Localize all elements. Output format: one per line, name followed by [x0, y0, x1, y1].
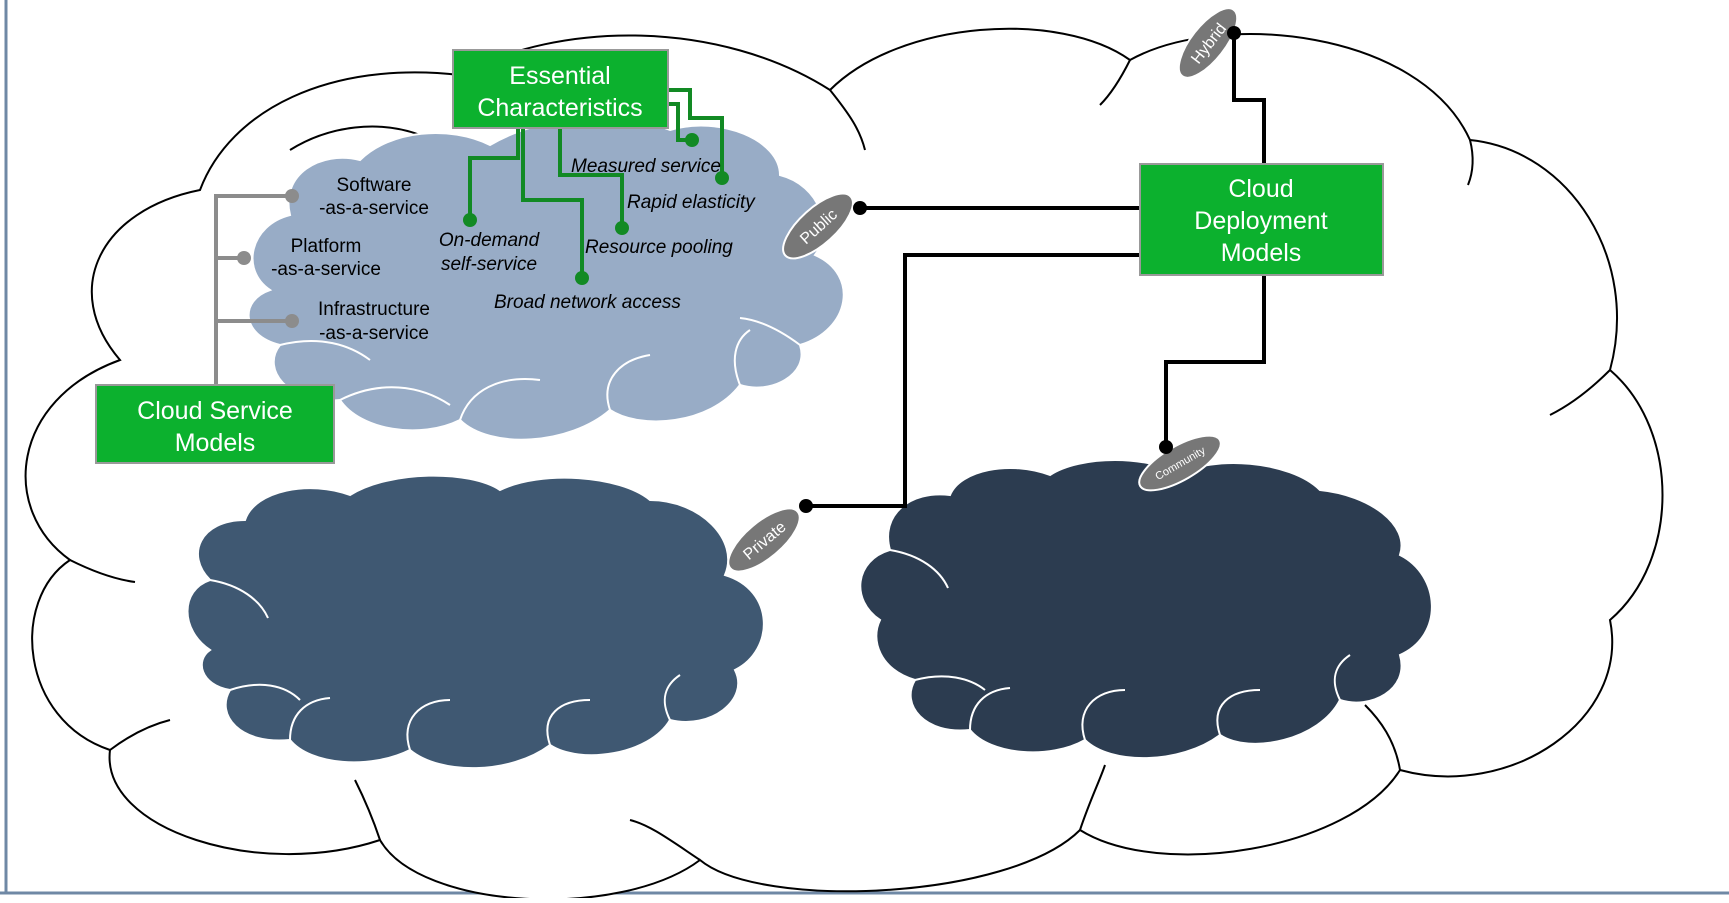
resource-pooling-label: Resource pooling — [585, 237, 733, 258]
iaas-label-line2: -as-a-service — [319, 323, 429, 344]
essential-connector-dots — [463, 133, 729, 285]
service-connector-dots — [237, 189, 299, 328]
paas-label-line1: Platform — [291, 236, 362, 257]
paas-label-line2: -as-a-service — [271, 259, 381, 280]
big-cloud-arcs — [69, 59, 1611, 861]
deployment-connectors — [806, 33, 1266, 508]
measured-service-label: Measured service — [571, 156, 721, 177]
on-demand-label-line1: On-demand — [439, 230, 541, 251]
public-pill: Public — [782, 192, 854, 260]
essential-characteristics-box: Essential Characteristics — [452, 49, 669, 129]
deployment-title-line3: Models — [1221, 239, 1302, 267]
private-cloud — [186, 474, 765, 770]
rapid-elasticity-label: Rapid elasticity — [627, 192, 756, 213]
deployment-title-line1: Cloud — [1228, 175, 1293, 203]
essential-title-line1: Essential — [509, 62, 610, 90]
deployment-title-line2: Deployment — [1194, 207, 1327, 235]
service-title-line2: Models — [175, 429, 256, 457]
essential-items: Measured service Rapid elasticity Resour… — [439, 156, 756, 313]
service-title-line1: Cloud Service — [137, 397, 293, 425]
saas-label-line1: Software — [337, 175, 412, 196]
iaas-label-line1: Infrastructure — [318, 299, 430, 320]
broad-network-access-label: Broad network access — [494, 292, 681, 313]
saas-cloud — [247, 117, 845, 441]
service-items: Software -as-a-service Platform -as-a-se… — [271, 175, 430, 344]
saas-label-line2: -as-a-service — [319, 198, 429, 219]
on-demand-label-line2: self-service — [441, 254, 537, 275]
cloud-deployment-models-box: Cloud Deployment Models — [1139, 163, 1384, 276]
essential-title-line2: Characteristics — [477, 94, 642, 122]
deployment-connector-dots — [799, 26, 1241, 513]
essential-connectors — [468, 88, 724, 278]
cloud-service-models-box: Cloud Service Models — [95, 384, 335, 464]
community-cloud — [859, 459, 1433, 760]
